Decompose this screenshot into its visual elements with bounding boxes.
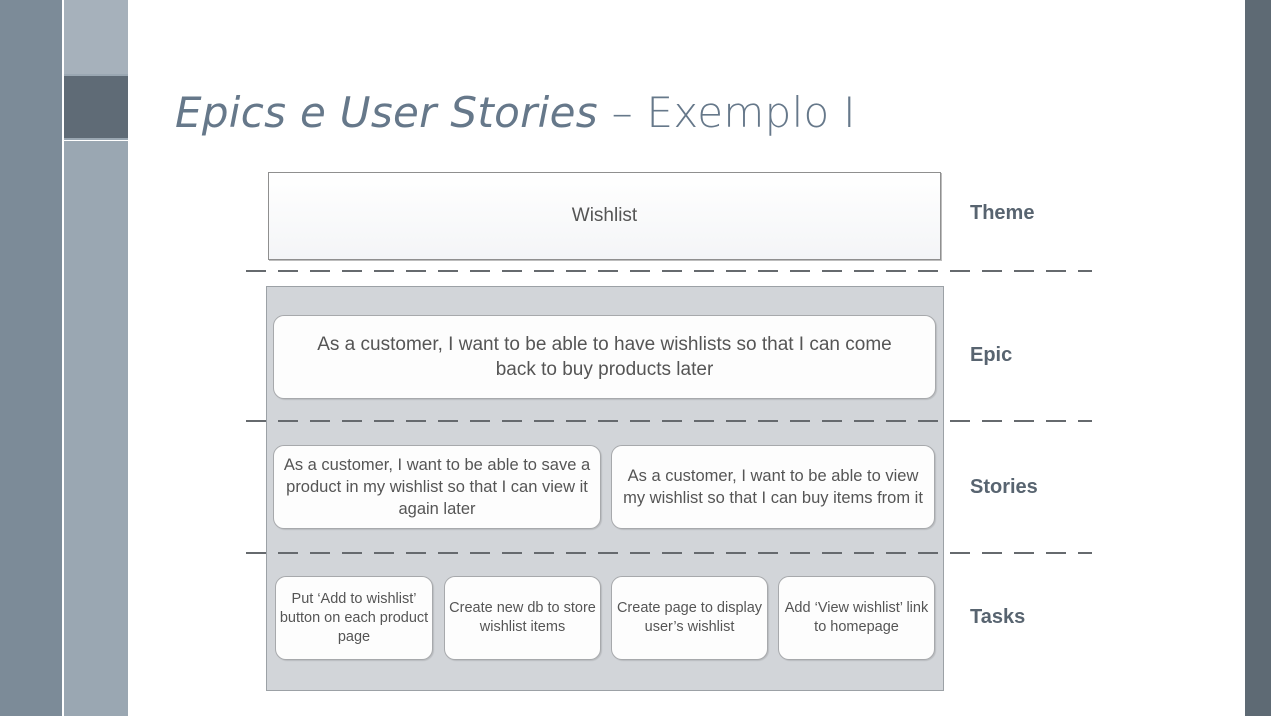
slide-title-italic: Epics e User Stories <box>175 88 598 137</box>
divider-stories-tasks <box>246 552 1092 554</box>
story-card: As a customer, I want to be able to view… <box>611 445 935 529</box>
level-label-epic: Epic <box>970 344 1013 366</box>
slide-title: Epics e User Stories – Exemplo I <box>175 88 856 137</box>
right-accent-bar <box>1245 0 1271 716</box>
task-card: Create page to display user’s wishlist <box>611 576 768 660</box>
theme-box: Wishlist <box>268 172 941 260</box>
level-label-tasks: Tasks <box>970 606 1026 628</box>
task-card: Create new db to store wishlist items <box>444 576 601 660</box>
task-card: Put ‘Add to wishlist’ button on each pro… <box>275 576 433 660</box>
level-label-theme: Theme <box>970 202 1035 224</box>
divider-theme-epic <box>246 270 1092 272</box>
left-accent-block-top <box>64 0 128 74</box>
story-card: As a customer, I want to be able to save… <box>273 445 601 529</box>
divider-epic-stories <box>246 420 1092 422</box>
left-accent-block-dark <box>64 76 128 138</box>
level-label-stories: Stories <box>970 476 1038 498</box>
left-accent-bar <box>0 0 62 716</box>
slide-title-rest: – Exemplo I <box>597 88 856 137</box>
task-card: Add ‘View wishlist’ link to homepage <box>778 576 935 660</box>
epic-card: As a customer, I want to be able to have… <box>273 315 936 399</box>
left-accent-divider <box>64 140 128 141</box>
